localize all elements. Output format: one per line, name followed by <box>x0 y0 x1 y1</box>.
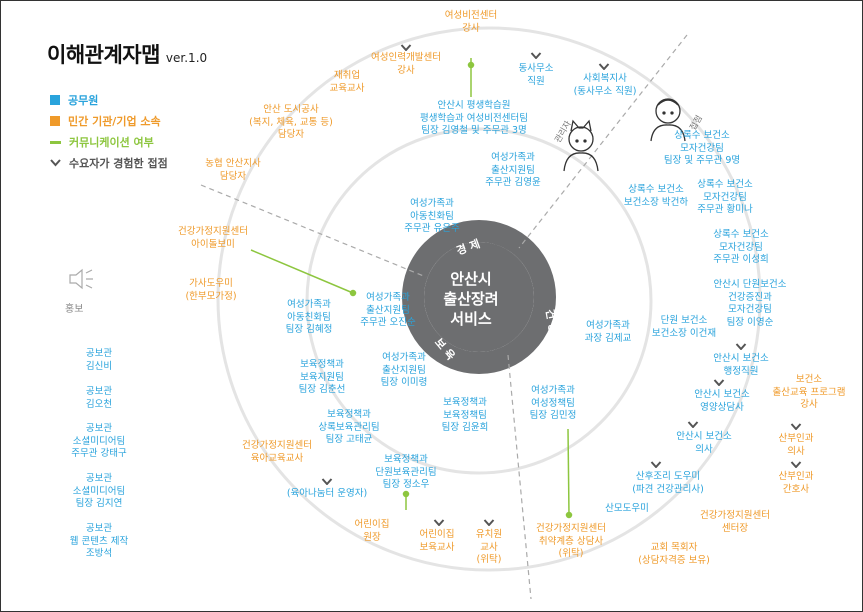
chevron-down-icon <box>687 421 699 428</box>
sector-divider-left <box>200 184 427 278</box>
chevron-down-icon <box>735 343 747 350</box>
legend-item-contact: 수요자가 경험한 접점 <box>50 155 168 171</box>
speaker-icon <box>69 268 93 290</box>
blue-square-icon <box>50 95 60 105</box>
chevron-down-icon <box>433 519 445 526</box>
manager-persona-icon <box>563 119 599 172</box>
center-ring <box>402 220 556 374</box>
contact-persona-icon <box>650 98 686 142</box>
sector-divider-bottom <box>507 354 532 600</box>
stakeholder-childcare-operator: (육아나눔터 운영자) <box>286 488 368 499</box>
chevron-down-icon <box>483 519 495 526</box>
stakeholder-urban-corp-staff: 안산 도시공사(복지, 체육, 교통 등)담당자 <box>249 104 333 140</box>
legend-item-communication: 커뮤니케이션 여부 <box>50 134 154 150</box>
green-dash-icon <box>50 140 61 144</box>
promotion-label: 홍보 <box>65 304 84 315</box>
chevron-down-icon <box>50 159 61 167</box>
communication-lines <box>250 58 573 519</box>
chevron-down-icon <box>321 478 333 485</box>
stakeholder-housekeeper: 가사도우미(한부모가정) <box>185 278 237 302</box>
chevron-down-icon <box>598 63 610 70</box>
legend-item-public: 공무원 <box>50 92 98 108</box>
orange-square-icon <box>50 116 60 126</box>
chevron-down-icon <box>530 52 542 59</box>
middle-ring <box>305 127 653 475</box>
center-service-label: 안산시 출산장려 서비스 <box>443 270 499 328</box>
chevron-down-icon <box>790 461 802 468</box>
version-label: ver.1.0 <box>165 51 208 65</box>
chevron-down-icon <box>790 423 802 430</box>
stakeholder-church-pastor: 교회 목회자(상담자격증 보유) <box>638 542 710 566</box>
stakeholder-postpartum-helper: 산후조리 도우미(파견 건강관리사) <box>632 471 704 495</box>
sector-divider-right <box>518 34 688 249</box>
chevron-down-icon <box>713 379 725 386</box>
outer-ring <box>216 26 762 572</box>
center-disc <box>424 242 534 352</box>
legend-item-private: 민간 기관/기업 소속 <box>50 113 161 129</box>
stakeholder-postpartum-helper-2: 산모도우미 <box>605 503 649 514</box>
chevron-down-icon <box>400 44 412 51</box>
stakeholder-social-worker: 사회복지사(동사무소 직원) <box>573 73 637 97</box>
chevron-down-icon <box>650 461 662 468</box>
